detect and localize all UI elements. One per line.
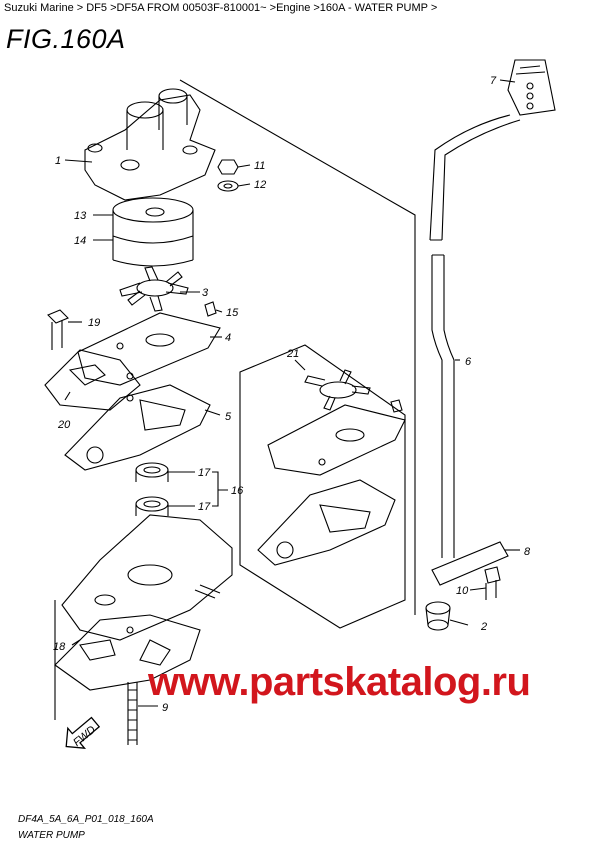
breadcrumb: Suzuki Marine > DF5 >DF5A FROM 00503F-81… (4, 2, 438, 14)
callout-14: 14 (74, 235, 86, 247)
callout-15: 15 (226, 307, 239, 319)
watermark-text: www.partskatalog.ru (148, 660, 531, 704)
fwd-arrow-icon (65, 716, 101, 749)
callout-2: 2 (480, 621, 487, 633)
callout-17a: 17 (198, 467, 211, 479)
callout-20: 20 (57, 419, 71, 431)
pump-case-part-1 (84, 88, 216, 201)
footer-diagram-name: WATER PUMP (18, 830, 85, 841)
callout-7: 7 (490, 75, 497, 87)
callout-18: 18 (53, 641, 66, 653)
callout-1: 1 (55, 155, 61, 167)
callout-12: 12 (254, 179, 266, 191)
callout-3: 3 (202, 287, 209, 299)
callout-16: 16 (231, 485, 244, 497)
callout-19: 19 (88, 317, 100, 329)
footer-diagram-code: DF4A_5A_6A_P01_018_160A (18, 814, 154, 825)
callout-11: 11 (254, 160, 265, 172)
callout-10: 10 (456, 585, 469, 597)
callout-21: 21 (286, 348, 299, 360)
callout-6: 6 (465, 356, 472, 368)
fwd-label: FWD (71, 724, 98, 749)
page-title: FIG.160A (6, 24, 126, 54)
callout-5: 5 (225, 411, 232, 423)
callout-9: 9 (162, 702, 168, 714)
callout-8: 8 (524, 546, 531, 558)
callout-13: 13 (74, 210, 87, 222)
callout-4: 4 (225, 332, 231, 344)
impeller-part-3 (119, 266, 189, 312)
callout-17b: 17 (198, 501, 211, 513)
